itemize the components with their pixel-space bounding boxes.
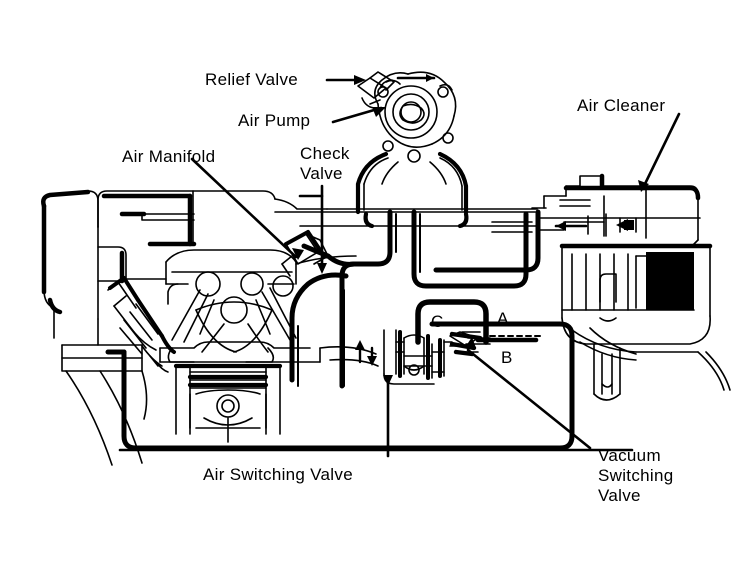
port-label-b: B [501,348,513,367]
air-switching-valve-thick [398,330,442,380]
callout-air-manifold: Air Manifold [122,147,216,166]
leader-lines [118,78,681,458]
piston-assembly [175,365,281,443]
vsv-thick [449,331,483,357]
callout-check-valve: Check Valve [300,144,350,183]
callout-air-pump: Air Pump [238,111,311,130]
port-label-a: A [497,309,509,328]
piston-rings [173,363,283,388]
spark-plug-body [108,276,176,354]
callout-air-switching-valve: Air Switching Valve [203,465,353,484]
callout-vacuum-switching-valve: Vacuum Switching Valve [598,446,674,505]
vsv-bracket [415,299,489,345]
engine-block-accents [41,189,197,315]
callout-relief-valve: Relief Valve [205,70,299,89]
port-label-c: C [431,312,444,331]
air-hose-network [289,209,541,389]
snorkel-valve-detail [587,213,637,237]
hose-inner-lines [297,213,421,387]
engine-block-outline [42,190,194,466]
air-pump-bracket-thick [355,151,469,229]
air-pump-assembly [357,71,463,211]
air-cleaner-thick-edges [559,173,713,249]
lower-hose-loop [121,321,575,451]
engine-top-contours [274,198,538,367]
callout-air-cleaner: Air Cleaner [577,96,666,115]
